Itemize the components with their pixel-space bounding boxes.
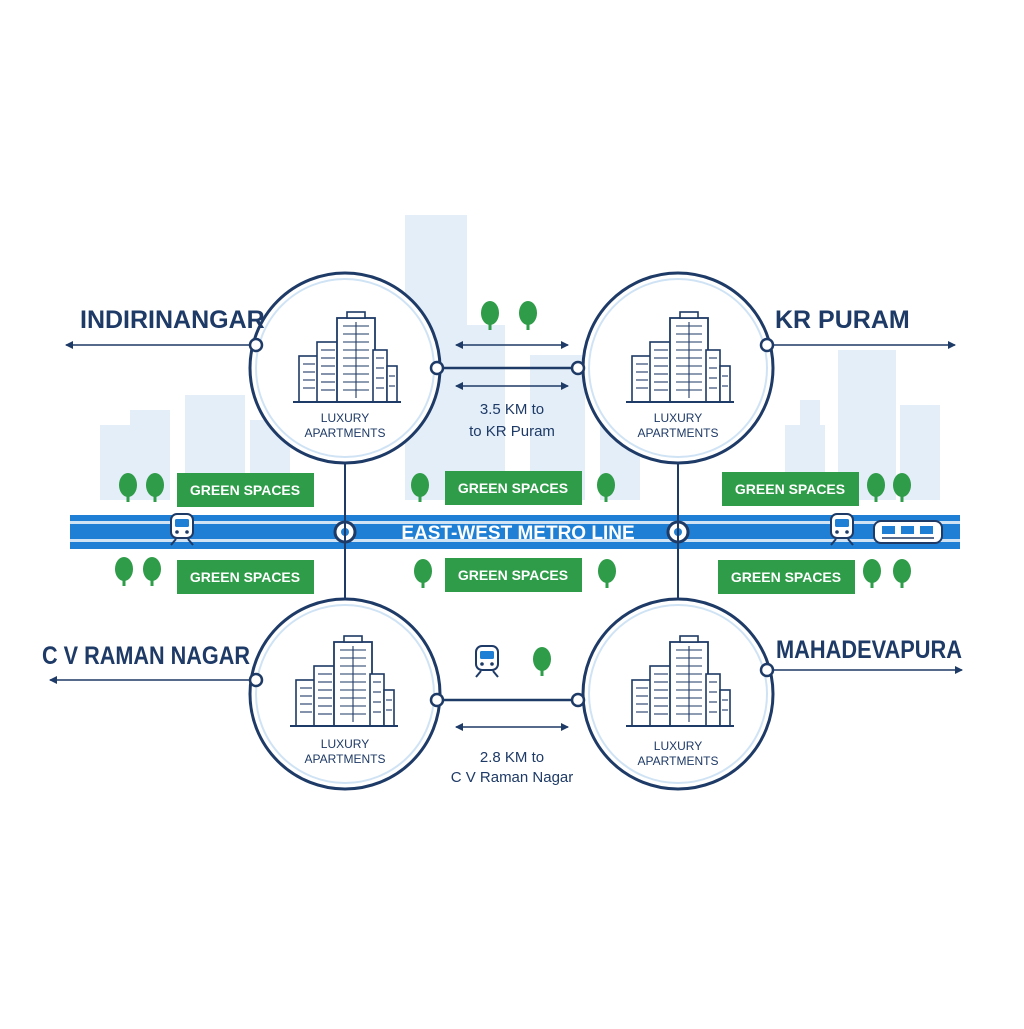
tree-icon xyxy=(519,301,537,330)
green-space-upper-right: GREEN SPACES xyxy=(722,472,859,506)
label-arrows xyxy=(49,341,963,684)
metro-line-label: EAST-WEST METRO LINE xyxy=(401,523,634,544)
node-caption-line-2: APARTMENTS xyxy=(305,426,386,440)
distance-top-line-1: 3.5 KM to xyxy=(480,401,544,418)
train-icon xyxy=(475,645,499,678)
area-name-mahadevapura: MAHADEVAPURA xyxy=(776,636,962,664)
node-indirinangar: LUXURY APARTMENTS xyxy=(248,271,442,465)
tree-icon xyxy=(143,557,161,586)
green-space-label: GREEN SPACES xyxy=(190,569,300,585)
green-space-lower-right: GREEN SPACES xyxy=(718,560,855,594)
node-caption-line-1: LUXURY xyxy=(321,411,369,425)
node-cv-raman-nagar: LUXURY APARTMENTS xyxy=(248,597,442,791)
distance-bottom-line-2: C V Raman Nagar xyxy=(451,769,574,786)
node-connectors xyxy=(437,366,578,702)
tree-icon xyxy=(115,557,133,586)
tree-icon xyxy=(533,647,551,676)
train-carriage-icon xyxy=(873,520,943,544)
distance-bottom-line-1: 2.8 KM to xyxy=(480,749,544,766)
tree-icon xyxy=(598,559,616,588)
green-space-lower-middle: GREEN SPACES xyxy=(445,558,582,592)
node-kr-puram: LUXURY APARTMENTS xyxy=(581,271,775,465)
vertical-connectors xyxy=(344,462,679,598)
node-caption-line-1: LUXURY xyxy=(321,737,369,751)
area-name-cv-raman-nagar: C V RAMAN NAGAR xyxy=(42,642,250,670)
green-space-upper-middle: GREEN SPACES xyxy=(445,471,582,505)
skyline-background xyxy=(100,215,940,500)
area-name-kr-puram: KR PURAM xyxy=(775,306,910,334)
connection-dots xyxy=(248,337,775,708)
tree-icon xyxy=(414,559,432,588)
green-space-label: GREEN SPACES xyxy=(190,482,300,498)
green-space-label: GREEN SPACES xyxy=(458,480,568,496)
node-mahadevapura: LUXURY APARTMENTS xyxy=(581,597,775,791)
green-space-lower-left: GREEN SPACES xyxy=(177,560,314,594)
green-space-label: GREEN SPACES xyxy=(731,569,841,585)
node-caption-line-2: APARTMENTS xyxy=(638,426,719,440)
distance-arrows xyxy=(455,341,569,731)
distance-top-line-2: to KR Puram xyxy=(469,423,555,440)
green-space-label: GREEN SPACES xyxy=(458,567,568,583)
node-caption-line-1: LUXURY xyxy=(654,739,702,753)
tree-icon xyxy=(863,559,881,588)
node-caption-line-1: LUXURY xyxy=(654,411,702,425)
node-caption-line-2: APARTMENTS xyxy=(638,754,719,768)
node-caption-line-2: APARTMENTS xyxy=(305,752,386,766)
green-space-upper-left: GREEN SPACES xyxy=(177,473,314,507)
area-name-indirinangar: INDIRINANGAR xyxy=(80,306,265,334)
metro-line: EAST-WEST METRO LINE xyxy=(70,513,960,549)
tree-icon xyxy=(893,559,911,588)
green-space-label: GREEN SPACES xyxy=(735,481,845,497)
